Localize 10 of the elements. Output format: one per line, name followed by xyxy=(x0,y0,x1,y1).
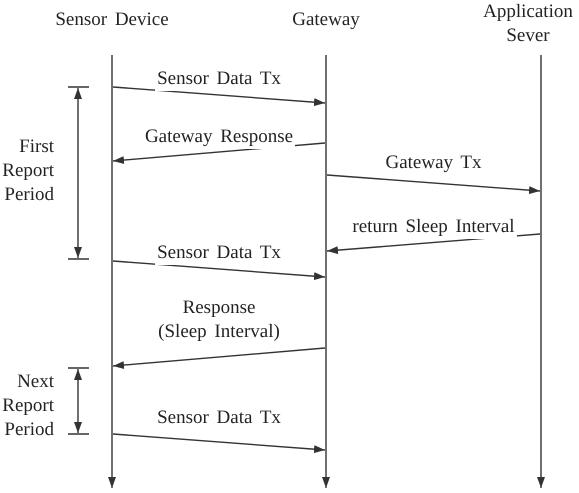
participant-label: Sensor Device xyxy=(55,8,169,32)
participant-label: Gateway xyxy=(292,8,360,32)
message-arrow xyxy=(112,433,326,454)
period-label: Next Report Period xyxy=(1,370,54,442)
message-arrow xyxy=(326,174,540,194)
message-arrow xyxy=(112,86,326,106)
message-arrow xyxy=(112,260,326,280)
message-arrow xyxy=(112,347,326,370)
period-label: First Report Period xyxy=(1,135,54,207)
participant-label: Application Sever xyxy=(482,0,574,48)
